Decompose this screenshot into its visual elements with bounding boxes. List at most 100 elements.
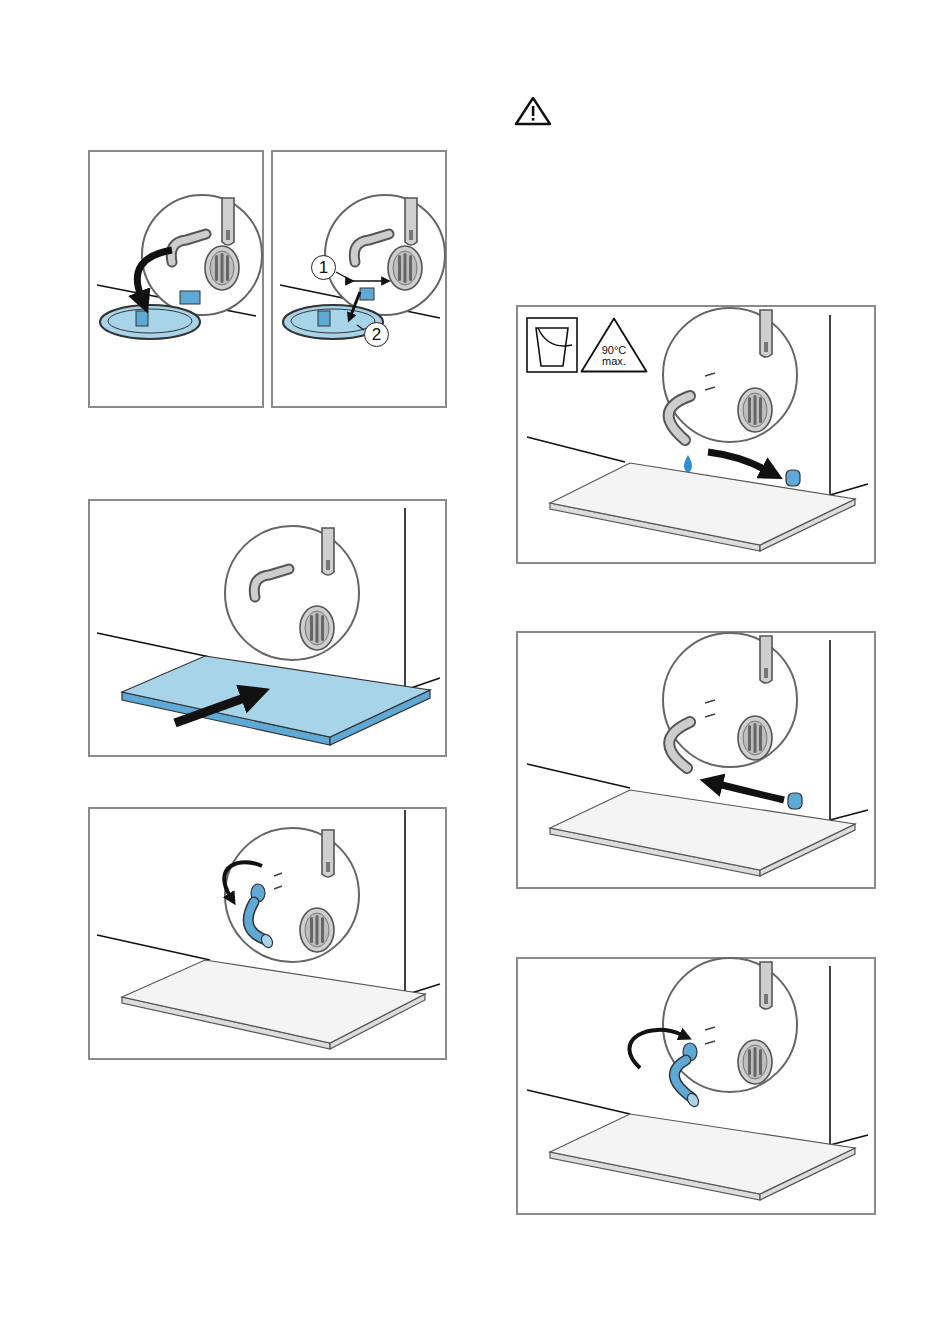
step-pull-hose bbox=[89, 808, 446, 1059]
step-place-tray-part bbox=[404, 508, 406, 690]
step-open-flap-part bbox=[171, 234, 206, 262]
step-drain-water-part bbox=[760, 310, 772, 357]
step-replace-cap-part bbox=[669, 722, 690, 768]
step-pull-hose-part bbox=[122, 960, 425, 1043]
step-drain-water-part bbox=[527, 318, 577, 372]
step-pull-hose-part bbox=[89, 808, 446, 1059]
step-replace-cap-part bbox=[663, 633, 797, 767]
step-replace-cap-part bbox=[760, 636, 772, 683]
step-pull-hose-part bbox=[97, 935, 210, 960]
step-remove-flap bbox=[272, 151, 446, 407]
step-pull-hose-part bbox=[224, 862, 262, 896]
step-pull-hose-part bbox=[248, 902, 266, 940]
warning-triangle: 90°C max. bbox=[580, 317, 648, 373]
step-stow-hose-part bbox=[527, 1090, 630, 1114]
step-open-flap-part bbox=[180, 291, 200, 304]
step-drain-water-part bbox=[538, 328, 572, 346]
step-replace-cap-part bbox=[830, 810, 868, 820]
step-place-tray-part bbox=[97, 633, 210, 657]
step-stow-hose-part bbox=[550, 1114, 855, 1194]
step-replace-cap-part bbox=[738, 716, 772, 760]
step-place-tray-part bbox=[122, 656, 430, 737]
step-stow-hose-part bbox=[705, 1041, 715, 1044]
step-pull-hose-part bbox=[322, 830, 334, 877]
callout-number: 2 bbox=[364, 322, 389, 347]
step-replace-cap-part bbox=[829, 640, 831, 820]
step-pull-hose-part bbox=[404, 810, 406, 995]
step-open-flap-part bbox=[222, 198, 234, 245]
step-drain-water-part bbox=[517, 306, 875, 563]
warning-symbol-part bbox=[532, 118, 535, 121]
triangle-outline bbox=[582, 319, 647, 372]
step-open-flap-part bbox=[108, 309, 192, 333]
step-remove-flap-part bbox=[405, 198, 417, 245]
step-pull-hose-part bbox=[274, 873, 282, 876]
step-remove-flap-part bbox=[360, 288, 374, 300]
step-remove-flap-part bbox=[336, 272, 347, 278]
step-remove-flap-part bbox=[350, 280, 386, 282]
step-pull-hose-part bbox=[274, 886, 282, 889]
step-replace-cap-part bbox=[705, 714, 715, 717]
step-replace-cap-part bbox=[718, 784, 784, 800]
step-remove-flap-part bbox=[388, 246, 422, 290]
step-open-flap bbox=[89, 151, 263, 407]
step-stow-hose bbox=[517, 958, 875, 1214]
step-drain-water-part bbox=[669, 396, 690, 440]
step-drain-water-part bbox=[738, 388, 772, 432]
step-remove-flap-part bbox=[318, 311, 330, 326]
step-place-tray-part bbox=[322, 528, 334, 575]
step-replace-cap-part bbox=[705, 700, 715, 703]
step-pull-hose-part bbox=[248, 902, 266, 940]
step-stow-hose-part bbox=[663, 958, 797, 1092]
step-place-tray-part bbox=[225, 526, 359, 660]
step-remove-flap-part bbox=[351, 292, 360, 315]
step-replace-cap-part bbox=[517, 632, 875, 888]
step-drain-water-part bbox=[829, 315, 831, 495]
step-replace-cap-part bbox=[669, 722, 690, 768]
step-stow-hose-part bbox=[674, 1060, 692, 1098]
step-drain-water-part bbox=[684, 455, 692, 473]
warning-symbol bbox=[516, 98, 550, 124]
step-replace-cap-part bbox=[550, 790, 855, 870]
temperature-limit: 90°C max. bbox=[599, 345, 629, 368]
step-remove-flap-part bbox=[325, 195, 445, 315]
step-remove-flap-part bbox=[272, 151, 446, 407]
step-open-flap-part bbox=[100, 305, 200, 339]
step-drain-water-part bbox=[705, 373, 715, 376]
step-drain-water-part bbox=[527, 437, 625, 462]
step-replace-cap bbox=[517, 632, 875, 888]
step-drain-water-part bbox=[830, 484, 868, 495]
step-place-tray-part bbox=[175, 697, 247, 723]
step-drain-water-part bbox=[663, 308, 797, 442]
step-place-tray-part bbox=[89, 500, 446, 756]
step-stow-hose-part bbox=[829, 966, 831, 1145]
step-drain-water-part bbox=[550, 463, 855, 545]
step-stow-hose-part bbox=[517, 958, 875, 1214]
step-place-tray bbox=[89, 500, 446, 756]
step-stow-hose-part bbox=[738, 1040, 772, 1084]
warning-symbol-part bbox=[532, 106, 535, 116]
warning-symbol-part bbox=[516, 98, 550, 124]
step-pull-hose-part bbox=[300, 908, 334, 952]
step-stow-hose-part bbox=[629, 1030, 682, 1068]
step-pull-hose-part bbox=[225, 828, 359, 962]
step-place-tray-part bbox=[254, 569, 289, 597]
step-stow-hose-part bbox=[830, 1135, 868, 1145]
step-open-flap-part bbox=[137, 250, 172, 296]
step-pull-hose-part bbox=[259, 932, 275, 949]
step-open-flap-part bbox=[89, 151, 263, 407]
step-place-tray-part bbox=[300, 606, 334, 650]
step-open-flap-part bbox=[136, 311, 148, 326]
step-stow-hose-part bbox=[760, 962, 772, 1009]
step-stow-hose-part bbox=[674, 1060, 692, 1098]
step-open-flap-part bbox=[205, 246, 239, 290]
step-stow-hose-part bbox=[705, 1027, 715, 1030]
step-remove-flap-part bbox=[357, 325, 364, 330]
step-remove-flap-part bbox=[354, 234, 389, 262]
step-drain-water-part bbox=[708, 452, 766, 470]
callout-number: 1 bbox=[311, 255, 336, 280]
step-drain-water-part bbox=[669, 396, 690, 440]
step-drain-water-part bbox=[705, 387, 715, 390]
